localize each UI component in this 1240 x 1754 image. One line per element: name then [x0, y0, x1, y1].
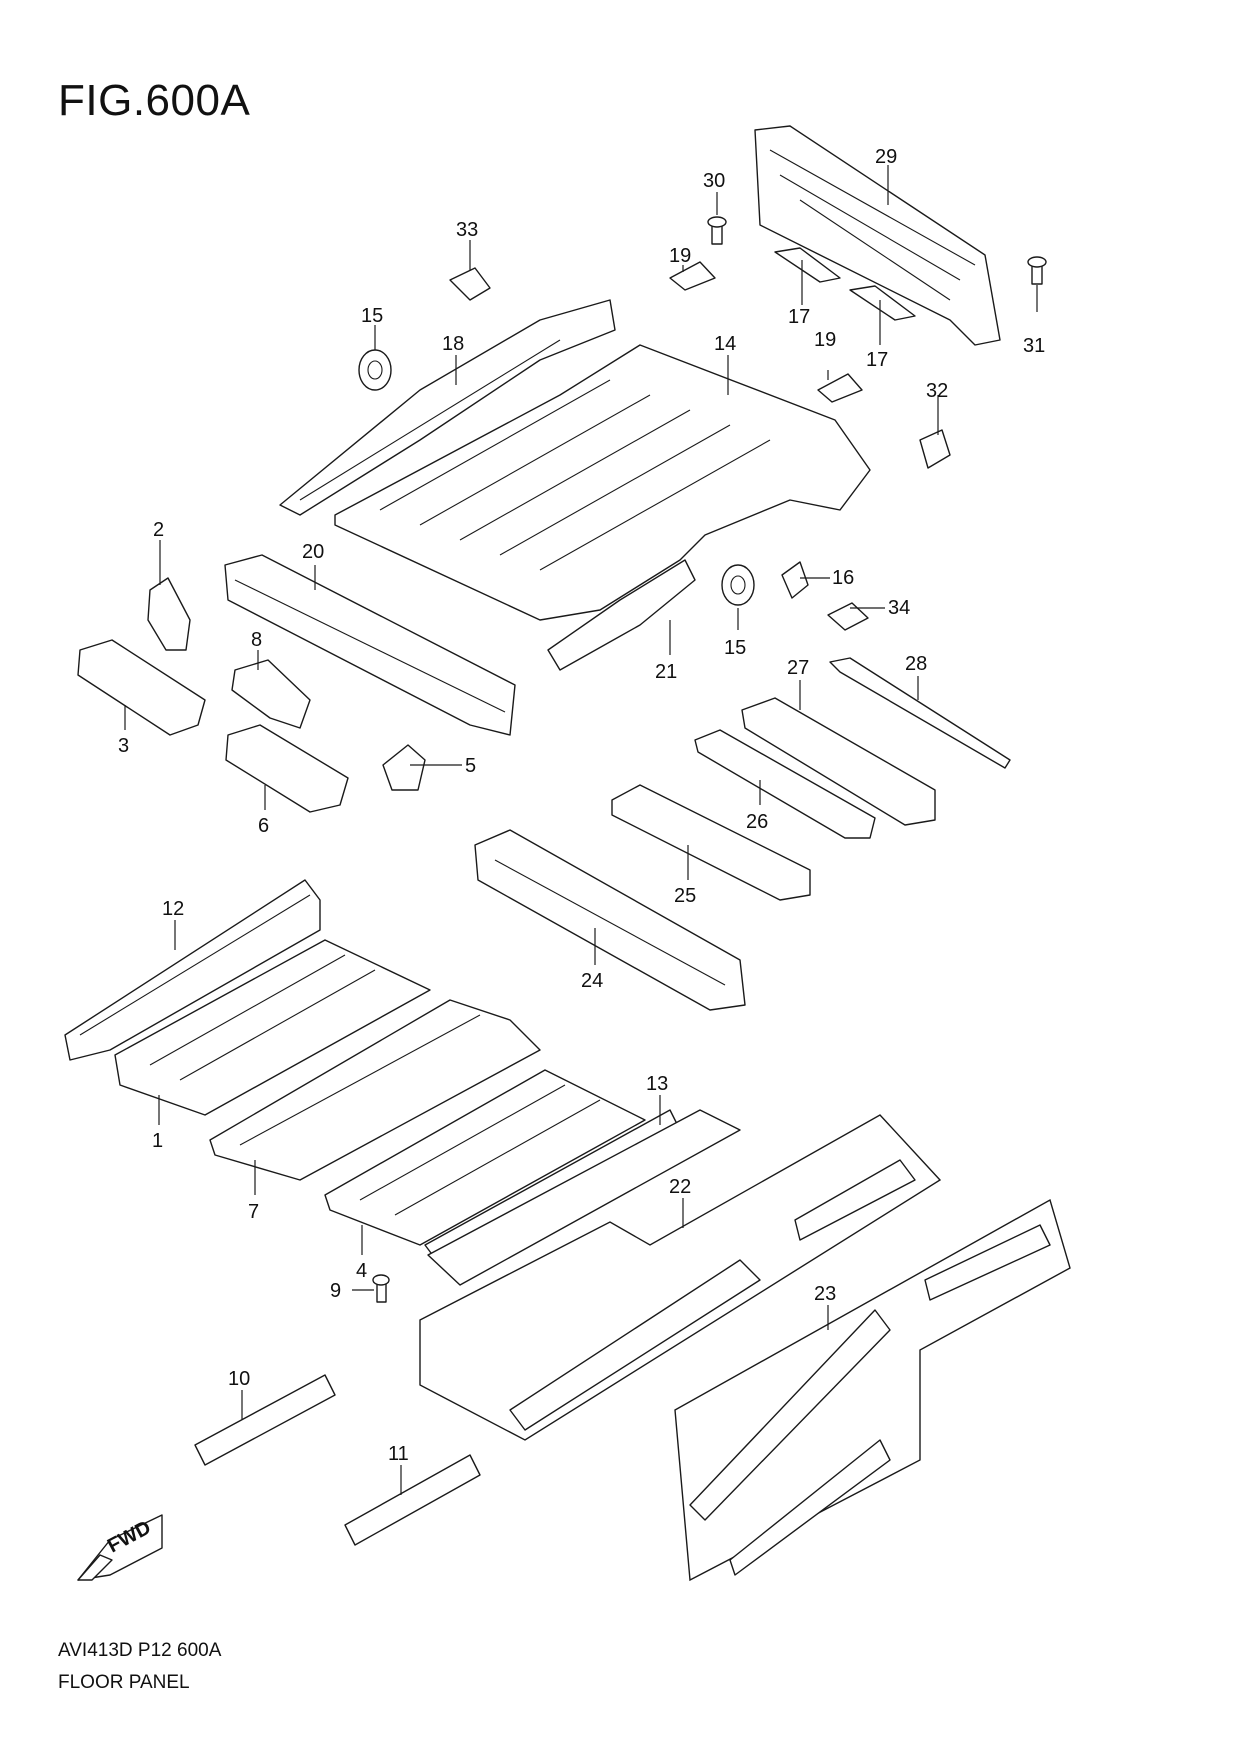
part-3-cross-member[interactable]	[77, 639, 206, 736]
part-15-grommet-upper[interactable]	[358, 349, 392, 391]
diagram-code: AVI413D P12 600A	[58, 1640, 222, 1661]
callout-30: 30	[703, 170, 725, 192]
callout-24: 24	[581, 970, 603, 992]
part-19-bracket-upper[interactable]	[669, 261, 716, 291]
callout-22: 22	[669, 1176, 691, 1198]
callout-8: 8	[251, 629, 262, 651]
callout-28: 28	[905, 653, 927, 675]
callout-6: 6	[258, 815, 269, 837]
part-27-member[interactable]	[741, 697, 936, 826]
part-2-bracket[interactable]	[147, 577, 191, 651]
part-10-sill-piece[interactable]	[194, 1374, 336, 1466]
callout-19b: 19	[814, 329, 836, 351]
callout-4: 4	[356, 1260, 367, 1282]
part-14-rear-floor-pan[interactable]	[334, 344, 871, 621]
part-11-sill-piece[interactable]	[344, 1454, 481, 1546]
callout-33: 33	[456, 219, 478, 241]
part-28-member[interactable]	[829, 657, 1011, 769]
part-24-member[interactable]	[474, 829, 746, 1011]
part-12-side-sill[interactable]	[64, 879, 321, 1061]
callout-20: 20	[302, 541, 324, 563]
callout-34: 34	[888, 597, 910, 619]
part-16-bracket[interactable]	[781, 561, 809, 599]
part-30-bolt[interactable]	[707, 216, 727, 245]
part-25-member[interactable]	[611, 784, 811, 901]
callout-1: 1	[152, 1130, 163, 1152]
part-34-bracket[interactable]	[827, 602, 869, 631]
callout-14: 14	[714, 333, 736, 355]
callout-5: 5	[465, 755, 476, 777]
callout-10: 10	[228, 1368, 250, 1390]
part-7-tunnel[interactable]	[209, 999, 541, 1181]
callout-26: 26	[746, 811, 768, 833]
callout-31: 31	[1023, 335, 1045, 357]
callout-17b: 17	[866, 349, 888, 371]
callout-23: 23	[814, 1283, 836, 1305]
fwd-arrow-icon	[77, 1514, 163, 1581]
callout-12: 12	[162, 898, 184, 920]
callout-21: 21	[655, 661, 677, 683]
part-22-group-box[interactable]	[419, 1109, 942, 1441]
callout-3: 3	[118, 735, 129, 757]
callout-15a: 15	[361, 305, 383, 327]
callout-9: 9	[330, 1280, 341, 1302]
part-31-bolt[interactable]	[1027, 256, 1047, 285]
part-1-front-floor[interactable]	[114, 939, 431, 1116]
callout-7: 7	[248, 1201, 259, 1223]
diagram-name: FLOOR PANEL	[58, 1672, 190, 1693]
callout-29: 29	[875, 146, 897, 168]
part-17-bracket-upper[interactable]	[774, 247, 841, 283]
part-8-bracket[interactable]	[231, 659, 311, 729]
callout-25: 25	[674, 885, 696, 907]
part-33-bracket[interactable]	[449, 267, 491, 301]
part-19-bracket-lower[interactable]	[817, 373, 863, 403]
figure-title: FIG.600A	[58, 76, 251, 125]
callout-11: 11	[388, 1443, 409, 1465]
callout-15b: 15	[724, 637, 746, 659]
callout-18: 18	[442, 333, 464, 355]
callout-2: 2	[153, 519, 164, 541]
part-4-floor-right[interactable]	[324, 1069, 646, 1246]
part-18-rear-side-member[interactable]	[279, 299, 616, 516]
callout-labels: 30 29 31 33 19 19 17 17 32 15 15 18 14 2…	[118, 146, 1045, 1465]
part-26-member[interactable]	[694, 729, 876, 839]
part-23-group-box[interactable]	[674, 1198, 1071, 1582]
part-5-bracket[interactable]	[382, 744, 426, 791]
callout-16: 16	[832, 567, 854, 589]
leader-lines	[124, 165, 1038, 1495]
part-15-grommet-lower[interactable]	[721, 564, 755, 606]
callout-27: 27	[787, 657, 809, 679]
callout-13: 13	[646, 1073, 668, 1095]
part-6-cross-member[interactable]	[225, 724, 349, 813]
part-9-bolt[interactable]	[372, 1274, 390, 1303]
part-21-side-member[interactable]	[547, 559, 696, 671]
part-20-cross-member[interactable]	[224, 554, 516, 736]
callout-17a: 17	[788, 306, 810, 328]
part-32-bracket[interactable]	[919, 429, 951, 469]
callout-32: 32	[926, 380, 948, 402]
callout-19a: 19	[669, 245, 691, 267]
part-29-rear-panel[interactable]	[754, 125, 1001, 346]
